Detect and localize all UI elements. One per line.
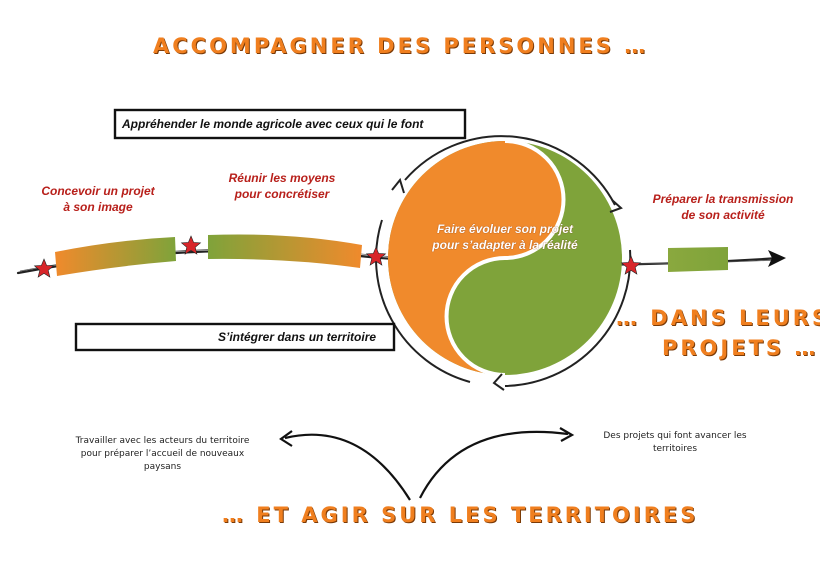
title-right-line1: … DANS LEURS bbox=[616, 306, 820, 330]
star-icon bbox=[620, 255, 642, 275]
step-center: Faire évoluer son projet pour s’adapter … bbox=[410, 221, 600, 253]
cycle-arrow-icon bbox=[609, 199, 623, 213]
note-right-line2: territoires bbox=[652, 444, 698, 454]
segment-reunir bbox=[208, 234, 362, 268]
note-left-line1: Travailler avec les acteurs du territoir… bbox=[75, 436, 250, 446]
step-center-line2: pour s’adapter à la réalité bbox=[432, 238, 578, 252]
segment-transmission bbox=[668, 247, 728, 272]
step-reunir: Réunir les moyens pour concrétiser bbox=[212, 170, 352, 202]
arrowhead-icon bbox=[279, 430, 293, 447]
title-bottom: … ET AGIR SUR LES TERRITOIRES bbox=[222, 503, 699, 527]
box-bottom-frame bbox=[74, 322, 396, 352]
note-left-line3: paysans bbox=[143, 462, 182, 472]
arc-arrow-right bbox=[419, 430, 569, 499]
box-top-frame bbox=[113, 108, 467, 140]
segment-concevoir bbox=[55, 237, 176, 276]
star-icon bbox=[365, 246, 387, 266]
step-transmission: Préparer la transmission de son activité bbox=[638, 191, 808, 223]
arc-arrow-left bbox=[284, 433, 411, 501]
box-bottom-label: S’intégrer dans un territoire bbox=[218, 330, 377, 344]
box-top-label: Appréhender le monde agricole avec ceux … bbox=[122, 117, 424, 131]
step-reunir-line1: Réunir les moyens bbox=[228, 171, 336, 185]
step-transmission-line1: Préparer la transmission bbox=[652, 192, 794, 206]
cycle-arrow-icon bbox=[391, 177, 405, 194]
yin-yang bbox=[388, 139, 622, 377]
note-left: Travailler avec les acteurs du territoir… bbox=[55, 435, 270, 474]
note-right-line1: Des projets qui font avancer les bbox=[603, 431, 747, 441]
step-concevoir-line2: à son image bbox=[63, 200, 133, 214]
arrowhead-icon bbox=[559, 427, 575, 442]
yin-yang-orange bbox=[388, 141, 564, 375]
star-icon bbox=[33, 258, 55, 278]
arrowhead-icon bbox=[768, 250, 786, 267]
star-icon bbox=[180, 235, 202, 255]
yin-yang-divider bbox=[444, 139, 566, 377]
note-left-line2: pour préparer l’accueil de nouveaux bbox=[80, 449, 245, 459]
title-top: ACCOMPAGNER DES PERSONNES … bbox=[153, 34, 649, 58]
step-concevoir-line1: Concevoir un projet bbox=[41, 184, 155, 198]
step-transmission-line2: de son activité bbox=[681, 208, 765, 222]
step-reunir-line2: pour concrétiser bbox=[234, 187, 330, 201]
title-right-line2: PROJETS … bbox=[662, 336, 819, 360]
cycle-ring bbox=[375, 135, 632, 391]
note-right: Des projets qui font avancer les territo… bbox=[585, 430, 765, 456]
step-center-line1: Faire évoluer son projet bbox=[436, 222, 574, 236]
cycle-arrow-icon bbox=[492, 373, 505, 391]
step-concevoir: Concevoir un projet à son image bbox=[18, 183, 178, 215]
